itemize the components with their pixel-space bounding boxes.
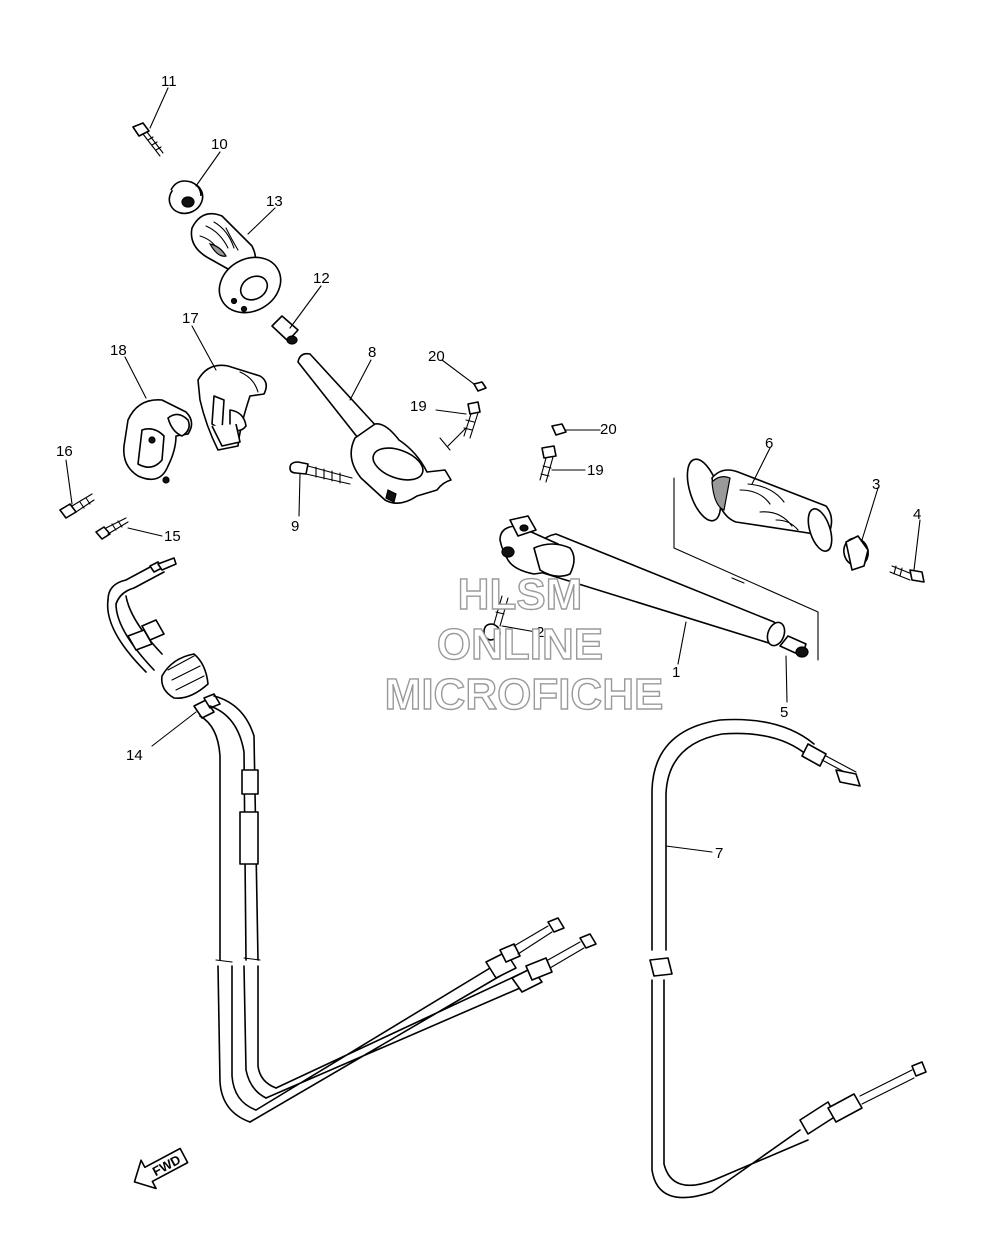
callout-15: 15 [164, 528, 181, 545]
watermark-line-2: ONLINE [437, 620, 603, 669]
callout-11: 11 [161, 73, 177, 90]
callout-6: 6 [765, 435, 773, 452]
watermark-line-1: HLSM [458, 570, 583, 619]
callout-13: 13 [266, 193, 283, 210]
part-6-grip [673, 458, 833, 661]
part-2-bolt [483, 595, 509, 641]
part-17-switch-housing [197, 364, 268, 451]
part-19-bolt-right [539, 445, 557, 483]
part-19-bolt [463, 401, 481, 439]
callout-5: 5 [780, 704, 788, 721]
callout-3: 3 [872, 476, 880, 493]
part-9-bolt [289, 461, 353, 485]
callout-19b: 19 [587, 462, 604, 479]
callout-2: 2 [536, 624, 544, 641]
watermark: HLSM ONLINE MICROFICHE [384, 569, 664, 719]
part-8-handlebar [297, 352, 467, 504]
part-5-collar [779, 635, 809, 658]
callout-labels: 11 10 13 12 8 17 18 16 15 9 20 19 20 19 … [56, 73, 921, 862]
callout-1: 1 [672, 664, 680, 681]
callout-20a: 20 [428, 348, 445, 365]
watermark-line-3: MICROFICHE [385, 670, 664, 719]
fwd-arrow-icon: FWD [133, 1147, 189, 1190]
callout-19a: 19 [410, 398, 427, 415]
callout-14: 14 [126, 747, 143, 764]
part-18-switch-housing [122, 399, 193, 484]
callout-17: 17 [182, 310, 199, 327]
callout-16: 16 [56, 443, 73, 460]
fwd-label: FWD [150, 1152, 183, 1179]
part-14-throttle-cables [106, 557, 597, 1123]
callout-10: 10 [211, 136, 228, 153]
callout-8: 8 [368, 344, 376, 361]
callout-18: 18 [110, 342, 127, 359]
part-20-nut [473, 381, 487, 392]
part-10-bar-end [168, 180, 204, 215]
callout-4: 4 [913, 506, 921, 523]
callout-7: 7 [715, 845, 723, 862]
part-15-screw [95, 517, 129, 540]
part-20-nut-right [551, 423, 567, 436]
part-12-collar [271, 315, 299, 345]
part-3-bar-end [843, 535, 869, 571]
part-13-grip [190, 212, 282, 314]
part-16-screw [59, 493, 95, 519]
leader-lines [65, 87, 921, 853]
callout-9: 9 [291, 518, 299, 535]
part-11-bolt [132, 122, 164, 157]
part-7-clutch-cable [649, 718, 927, 1199]
callout-12: 12 [313, 270, 330, 287]
part-1-handlebar [499, 515, 786, 647]
callout-20b: 20 [600, 421, 617, 438]
part-4-bolt [889, 565, 925, 583]
